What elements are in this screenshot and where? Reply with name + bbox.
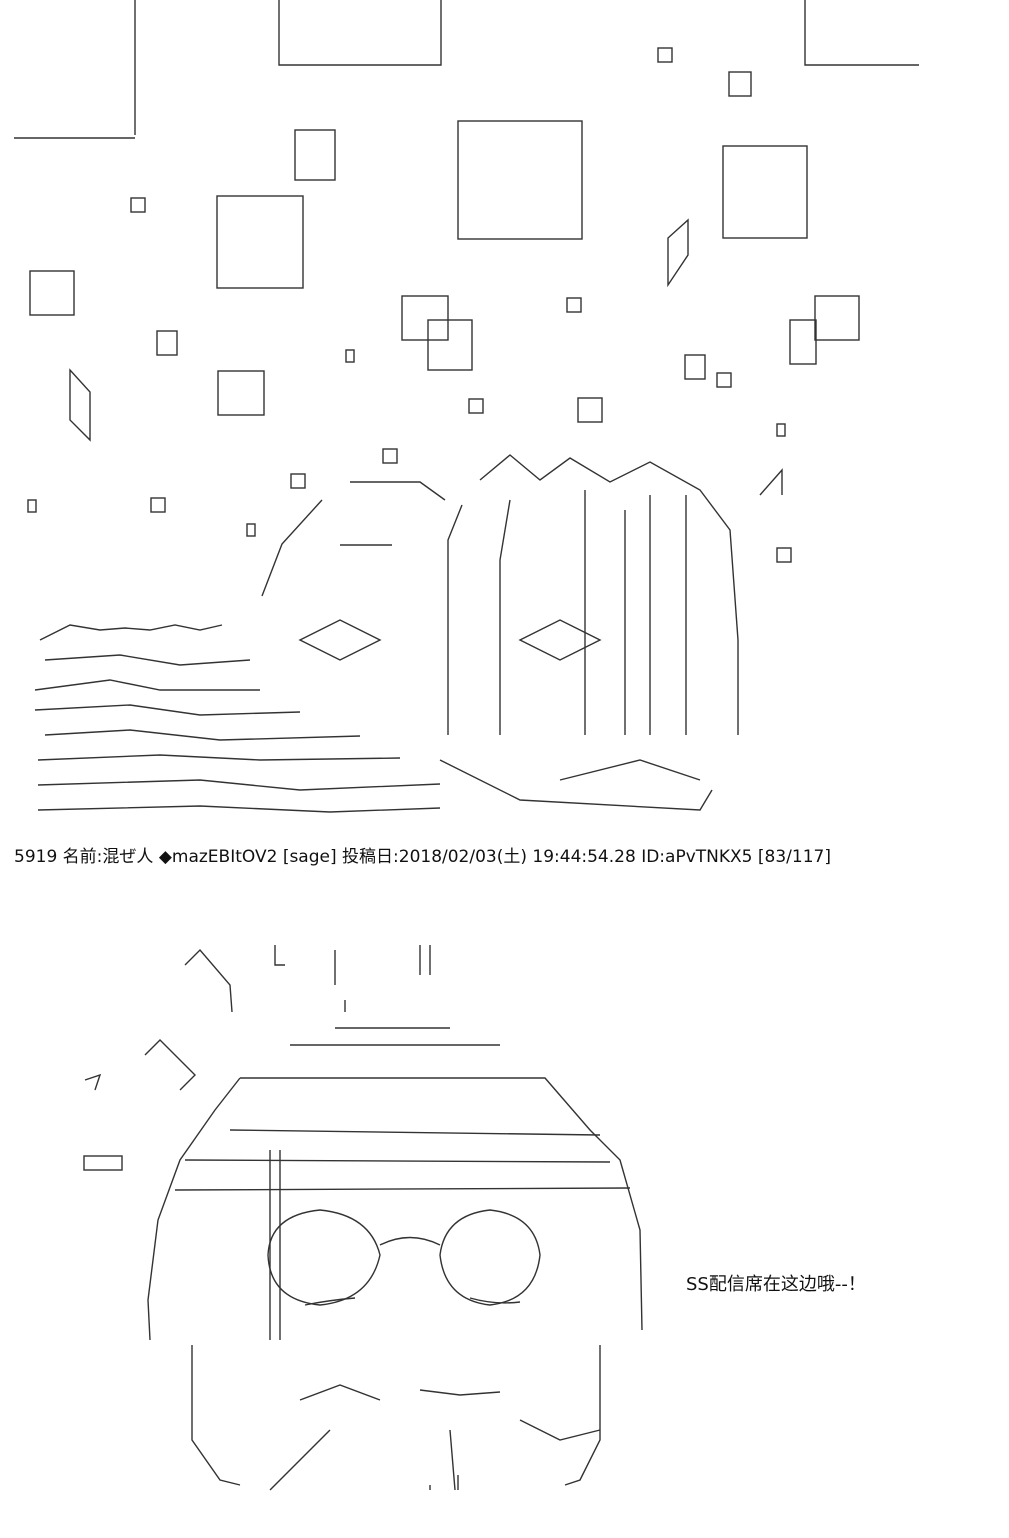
post-number: 5919 (14, 847, 58, 867)
ascii-art-top-drawing (14, 0, 919, 813)
trip-code: ◆mazEBItOV2 (158, 847, 278, 867)
caption-text: SS配信席在这边哦--！ (686, 1274, 866, 1295)
date-label: 投稿日: (342, 847, 399, 867)
post-id: ID:aPvTNKX5 (641, 847, 753, 867)
poster-name: 混ぜ人 (102, 847, 154, 867)
post-progress: [83/117] (757, 847, 831, 867)
post-date: 2018/02/03(土) 19:44:54.28 (398, 847, 636, 867)
mail-field: [sage] (282, 847, 337, 867)
name-label: 名前: (62, 847, 103, 867)
post-header: 5919 名前:混ぜ人 ◆mazEBItOV2 [sage] 投稿日:2018/… (14, 846, 831, 868)
